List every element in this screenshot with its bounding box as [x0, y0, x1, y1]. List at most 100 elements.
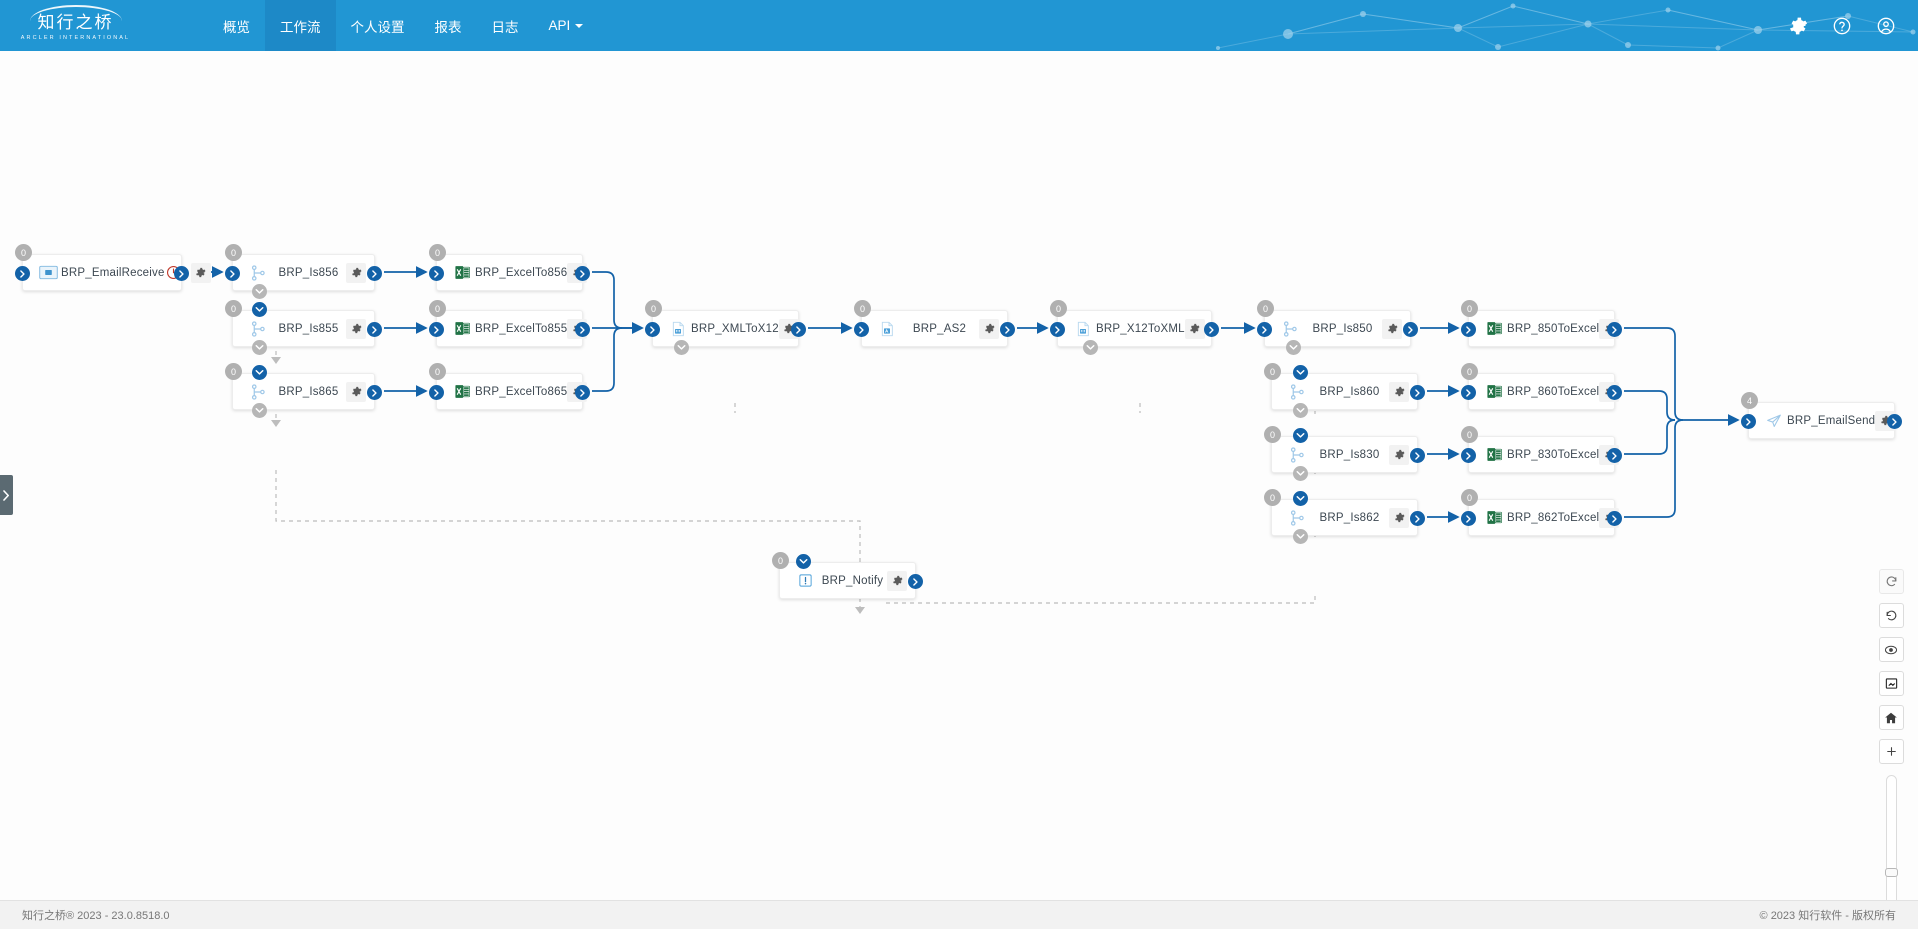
workflow-node-brp_emailreceive[interactable]: 0 BRP_EmailReceive — [15, 244, 211, 291]
node-error-output-chevron[interactable] — [1285, 340, 1301, 355]
node-settings-button[interactable] — [1389, 381, 1409, 402]
node-settings-button[interactable] — [1184, 318, 1205, 339]
zoom-slider[interactable] — [1884, 775, 1898, 900]
workflow-node-brp_is850[interactable]: 0 BRP_Is850 — [1257, 300, 1418, 347]
workflow-node-brp_is830[interactable]: 0 BRP_Is830 — [1264, 426, 1425, 473]
workflow-node-brp_excelto865[interactable]: 0 BRP_ExcelTo865 — [429, 363, 590, 410]
workflow-node-brp_excelto856[interactable]: 0 BRP_ExcelTo856 — [429, 244, 590, 291]
node-settings-button[interactable] — [346, 381, 366, 402]
node-input-port[interactable] — [1050, 322, 1065, 337]
node-settings-button[interactable] — [1389, 444, 1409, 465]
node-output-port[interactable] — [1410, 385, 1425, 400]
workflow-node-brp_830toexcel[interactable]: 0 BRP_830ToExcel — [1461, 426, 1622, 473]
node-output-port[interactable] — [1887, 414, 1902, 429]
node-input-chevron[interactable] — [251, 302, 267, 317]
node-error-output-chevron[interactable] — [1292, 466, 1308, 481]
node-input-chevron[interactable] — [1292, 491, 1308, 506]
nav-item-workflow[interactable]: 工作流 — [265, 0, 336, 51]
node-output-port[interactable] — [791, 322, 806, 337]
workflow-canvas[interactable]: 0 BRP_EmailReceive 0 BRP_Is856 0 BRP_Is8… — [0, 51, 1918, 900]
node-output-port[interactable] — [1607, 322, 1622, 337]
workflow-node-brp_is862[interactable]: 0 BRP_Is862 — [1264, 489, 1425, 536]
node-output-port[interactable] — [575, 322, 590, 337]
node-input-port[interactable] — [429, 385, 444, 400]
node-badge: 0 — [645, 300, 662, 317]
nav-item-logs[interactable]: 日志 — [477, 0, 534, 51]
gear-icon[interactable] — [1788, 16, 1808, 36]
node-input-port[interactable] — [1461, 448, 1476, 463]
undo-button[interactable] — [1878, 603, 1904, 628]
node-input-port[interactable] — [645, 322, 660, 337]
node-input-port[interactable] — [854, 322, 869, 337]
node-input-port[interactable] — [1461, 385, 1476, 400]
brand-logo[interactable]: 知行之桥 ARCLER INTERNATIONAL — [18, 4, 133, 46]
node-error-output-chevron[interactable] — [251, 403, 267, 418]
node-error-output-chevron[interactable] — [1292, 403, 1308, 418]
node-error-output-chevron[interactable] — [673, 340, 689, 355]
node-input-chevron[interactable] — [795, 554, 811, 569]
node-output-port[interactable] — [1607, 511, 1622, 526]
workflow-node-brp_as2[interactable]: 0 BRP_AS2 — [854, 300, 1015, 347]
node-error-output-chevron[interactable] — [251, 284, 267, 299]
node-input-port[interactable] — [225, 266, 240, 281]
node-output-port[interactable] — [1410, 448, 1425, 463]
workflow-node-brp_excelto855[interactable]: 0 BRP_ExcelTo855 — [429, 300, 590, 347]
node-error-output-chevron[interactable] — [251, 340, 267, 355]
nav-item-reports[interactable]: 报表 — [420, 0, 477, 51]
zoom-slider-handle[interactable] — [1884, 868, 1898, 877]
node-input-chevron[interactable] — [1292, 428, 1308, 443]
node-output-port[interactable] — [1403, 322, 1418, 337]
node-input-chevron[interactable] — [251, 365, 267, 380]
workflow-node-brp_is860[interactable]: 0 BRP_Is860 — [1264, 363, 1425, 410]
sidebar-toggle[interactable] — [0, 475, 13, 515]
node-output-port[interactable] — [367, 322, 382, 337]
node-output-port[interactable] — [1607, 448, 1622, 463]
workflow-node-brp_x12toxml[interactable]: 0 BRP_X12ToXML — [1050, 300, 1219, 347]
node-input-port[interactable] — [1257, 322, 1272, 337]
node-output-port[interactable] — [1607, 385, 1622, 400]
node-output-port[interactable] — [908, 574, 923, 589]
workflow-node-brp_862toexcel[interactable]: 0 BRP_862ToExcel — [1461, 489, 1622, 536]
node-settings-button[interactable] — [346, 318, 366, 339]
workflow-node-brp_notify[interactable]: 0 BRP_Notify — [772, 552, 923, 599]
node-output-port[interactable] — [367, 266, 382, 281]
node-input-port[interactable] — [1741, 414, 1756, 429]
workflow-node-brp_xmltox12[interactable]: 0 BRP_XMLToX12 — [645, 300, 806, 347]
workflow-node-brp_emailsend[interactable]: 4 BRP_EmailSend — [1741, 392, 1902, 439]
node-input-port[interactable] — [429, 322, 444, 337]
chevron-right-icon — [372, 325, 377, 334]
node-output-port[interactable] — [1204, 322, 1219, 337]
node-settings-button[interactable] — [1382, 318, 1402, 339]
nav-item-overview[interactable]: 概览 — [208, 0, 265, 51]
excel-icon — [1481, 383, 1507, 400]
node-output-port[interactable] — [174, 266, 189, 281]
node-output-port[interactable] — [1410, 511, 1425, 526]
help-icon[interactable] — [1832, 16, 1852, 36]
user-icon[interactable] — [1876, 16, 1896, 36]
node-output-port[interactable] — [367, 385, 382, 400]
node-input-port[interactable] — [15, 266, 30, 281]
zoom-in-button[interactable] — [1878, 739, 1904, 764]
node-settings-button[interactable] — [1389, 507, 1409, 528]
node-input-chevron[interactable] — [1292, 365, 1308, 380]
preview-button[interactable] — [1878, 637, 1904, 662]
home-button[interactable] — [1878, 705, 1904, 730]
refresh-button[interactable] — [1878, 569, 1904, 594]
node-settings-button[interactable] — [979, 318, 999, 339]
node-output-port[interactable] — [575, 266, 590, 281]
node-error-output-chevron[interactable] — [1082, 340, 1098, 355]
workflow-node-brp_860toexcel[interactable]: 0 BRP_860ToExcel — [1461, 363, 1622, 410]
node-output-port[interactable] — [575, 385, 590, 400]
node-input-port[interactable] — [1461, 511, 1476, 526]
node-settings-button[interactable] — [346, 262, 366, 283]
fit-screen-button[interactable] — [1878, 671, 1904, 696]
nav-item-api[interactable]: API — [534, 0, 599, 51]
node-error-output-chevron[interactable] — [1292, 529, 1308, 544]
nav-item-personal-settings[interactable]: 个人设置 — [336, 0, 420, 51]
node-output-port[interactable] — [1000, 322, 1015, 337]
node-input-port[interactable] — [429, 266, 444, 281]
node-settings-button[interactable] — [887, 570, 907, 591]
node-input-port[interactable] — [1461, 322, 1476, 337]
workflow-node-brp_850toexcel[interactable]: 0 BRP_850ToExcel — [1461, 300, 1622, 347]
node-settings-button[interactable] — [190, 262, 211, 283]
